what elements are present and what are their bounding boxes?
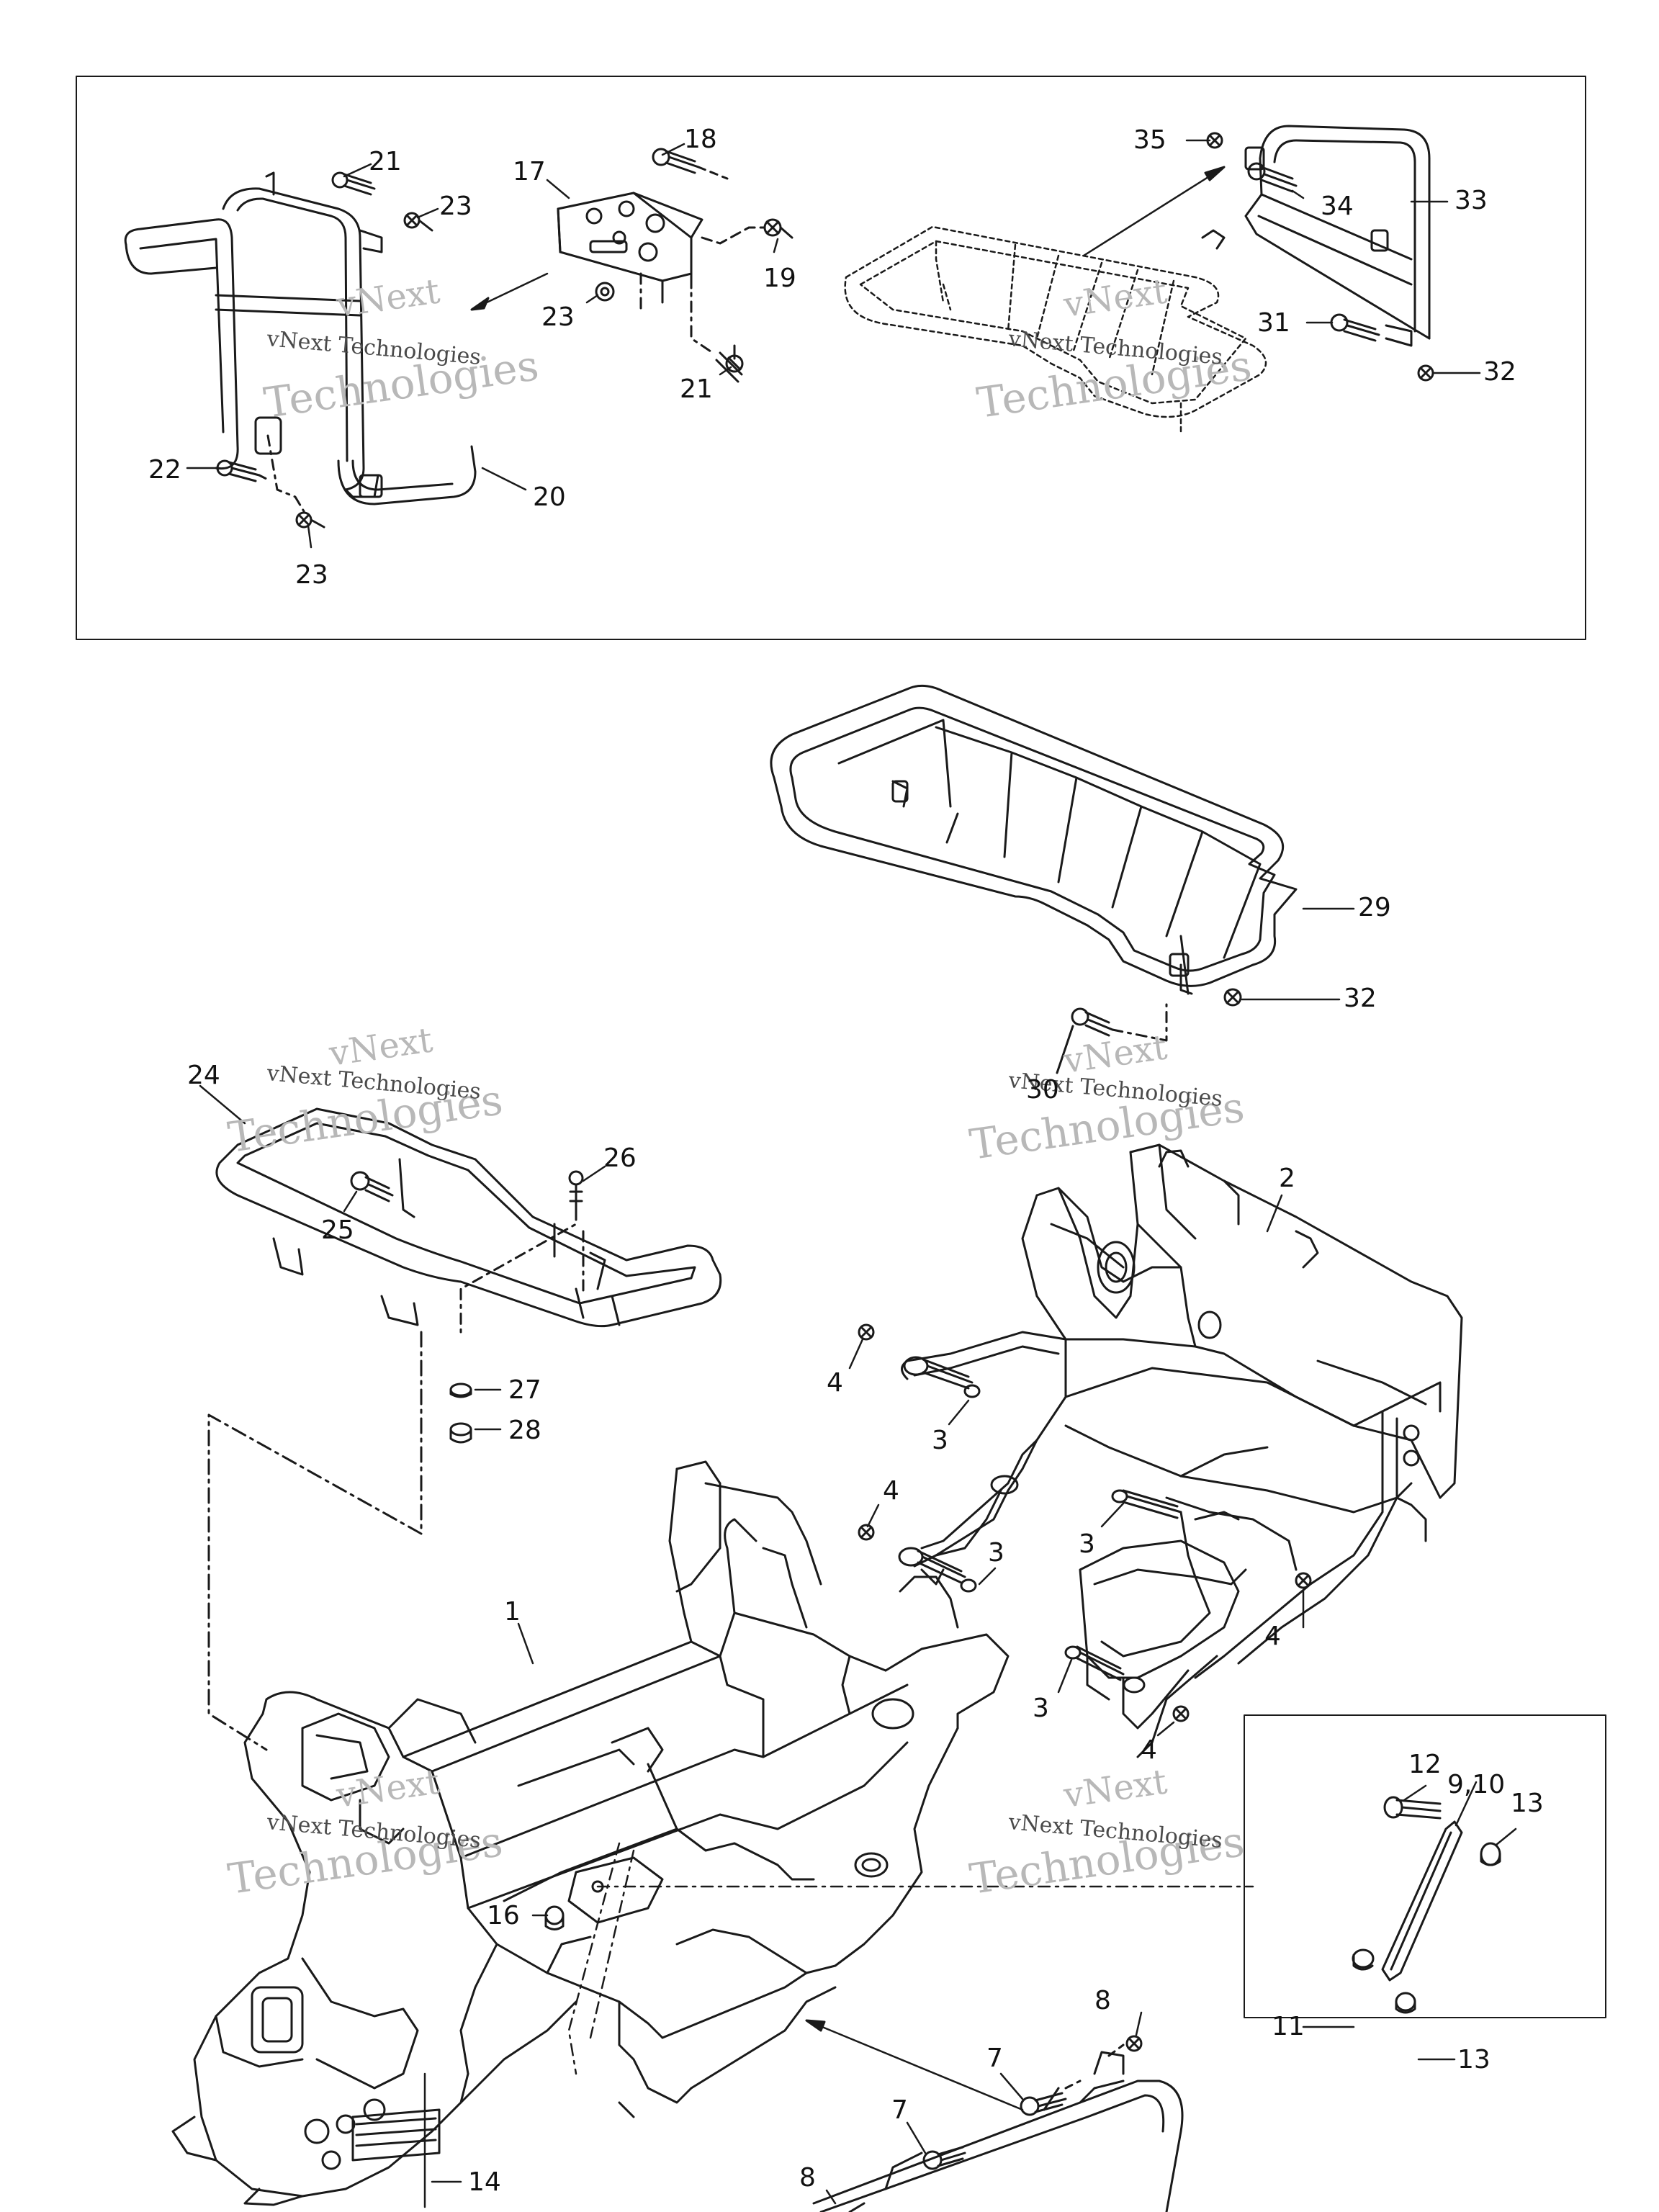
callout-label: 21 — [680, 374, 713, 404]
stabilizer-link-part — [1352, 1796, 1501, 2014]
rear-arm-hardware — [858, 1323, 1312, 1722]
callout-label: 3 — [1033, 1694, 1049, 1723]
callout-label: 4 — [883, 1476, 899, 1506]
callout-label: 26 — [603, 1143, 637, 1173]
link-inset-box — [1244, 1714, 1606, 2018]
callout-label: 33 — [1455, 186, 1488, 215]
rear-rack-fasteners — [1056, 988, 1242, 1074]
callout-label: 28 — [508, 1416, 541, 1445]
inset-arrow — [1082, 166, 1226, 257]
watermark-word1: vNext — [1061, 271, 1169, 325]
callout-label: 23 — [295, 560, 328, 590]
watermark-word1: vNext — [333, 1761, 442, 1816]
frame-dashed-links — [567, 1842, 1254, 2075]
callout-label: 23 — [541, 302, 575, 332]
rail-arrow — [809, 2020, 1024, 2111]
rear-subframe-part — [901, 1143, 1463, 1758]
leaders-top — [186, 139, 1481, 549]
callout-label: 2 — [1279, 1164, 1295, 1193]
callout-label: 32 — [1344, 984, 1377, 1013]
callout-label: 22 — [148, 455, 181, 485]
bracket-fasteners — [470, 148, 793, 383]
watermark-word1: vNext — [326, 1020, 435, 1074]
bumper-fasteners — [216, 171, 433, 529]
callout-label: 30 — [1026, 1075, 1059, 1105]
callout-label: 7 — [891, 2095, 908, 2125]
callout-label: 18 — [684, 125, 717, 154]
callout-label: 8 — [1094, 1986, 1111, 2015]
front-rack-fasteners — [207, 1170, 585, 1751]
side-rail-part — [812, 2051, 1184, 2212]
callout-label: 34 — [1321, 192, 1354, 221]
callout-label: 31 — [1257, 308, 1290, 338]
callout-label: 4 — [827, 1368, 843, 1398]
callout-label: 13 — [1457, 2045, 1491, 2074]
callouts-top: 21 18 17 23 19 23 21 22 20 23 35 34 33 3… — [148, 125, 1516, 590]
callout-label: 13 — [1511, 1789, 1544, 1818]
callout-label: 29 — [1358, 893, 1391, 922]
front-rack-part — [215, 1107, 722, 1328]
rail-fasteners — [848, 2035, 1143, 2212]
callout-label: 3 — [988, 1538, 1004, 1568]
dashed-rear-rack — [844, 225, 1267, 433]
callout-label: 17 — [513, 157, 546, 186]
front-bumper-part — [124, 171, 477, 505]
callout-label: 25 — [321, 1215, 354, 1245]
callout-label: 9,10 — [1447, 1770, 1505, 1799]
extension-fasteners — [1206, 132, 1434, 382]
callout-label: 32 — [1483, 357, 1516, 387]
callout-label: 1 — [504, 1597, 521, 1627]
watermark-word1: vNext — [333, 271, 442, 325]
rack-extension-part — [1201, 125, 1431, 347]
bumper-bracket-part — [557, 192, 703, 304]
leaders-main — [199, 907, 1517, 2208]
inset-box — [76, 76, 1586, 640]
callout-label: 11 — [1272, 2012, 1305, 2041]
callout-label: 24 — [187, 1061, 220, 1090]
rear-rack-part — [770, 684, 1298, 995]
watermark-word1: vNext — [1061, 1761, 1169, 1816]
callout-label: 8 — [799, 2163, 816, 2193]
callout-label: 12 — [1408, 1750, 1442, 1779]
callout-label: 23 — [439, 192, 472, 221]
callout-label: 4 — [1264, 1622, 1281, 1651]
callout-label: 19 — [763, 264, 796, 293]
callout-label: 35 — [1133, 125, 1166, 155]
callout-label: 3 — [1079, 1529, 1095, 1559]
callout-label: 3 — [932, 1426, 948, 1455]
callout-label: 20 — [533, 482, 566, 512]
main-frame-part — [171, 1460, 1010, 2206]
callout-label: 4 — [1141, 1735, 1157, 1765]
callout-label: 27 — [508, 1375, 541, 1405]
callout-label: 14 — [468, 2167, 501, 2197]
callout-label: 21 — [369, 147, 402, 176]
callout-label: 16 — [487, 1901, 520, 1930]
callout-label: 7 — [986, 2044, 1003, 2073]
frame-small-parts — [351, 1880, 604, 2162]
callouts-main: 29 32 30 24 26 25 27 28 2 4 3 4 3 3 4 3 … — [187, 893, 1544, 2197]
